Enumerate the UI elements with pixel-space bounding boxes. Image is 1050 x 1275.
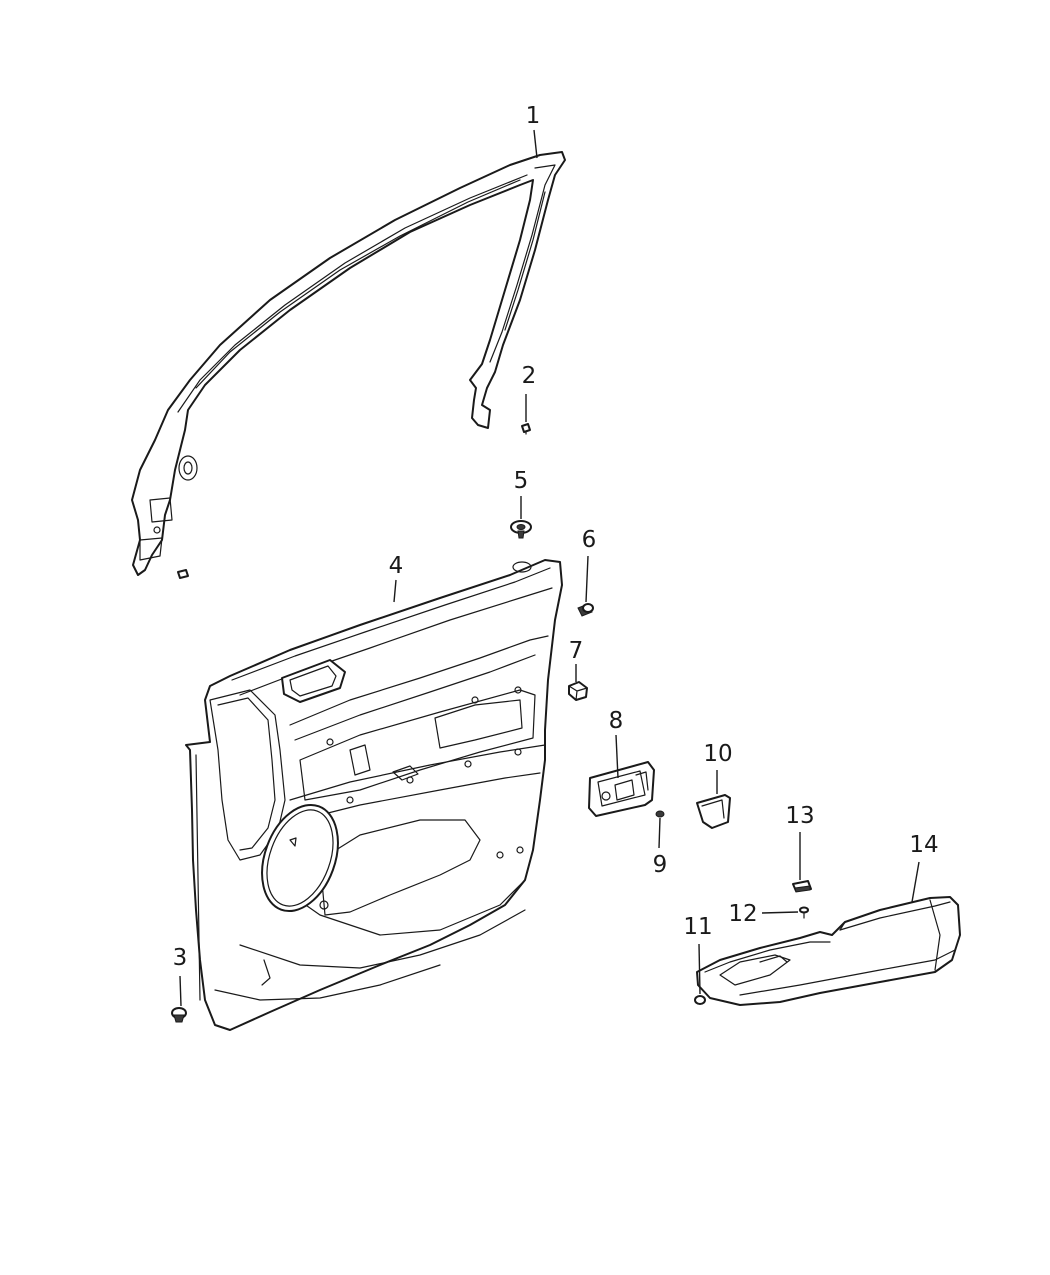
part-13-pad (792, 880, 812, 893)
callout-10: 10 (703, 741, 732, 767)
leader-1 (533, 129, 538, 159)
part-11-nut (694, 995, 706, 1005)
part-8-inside-handle (588, 761, 655, 817)
part-14-armrest (696, 896, 961, 1006)
part-9-screw (655, 810, 665, 818)
callout-labels: 1 2 3 4 5 6 7 8 9 10 11 12 13 14 (173, 103, 939, 971)
callout-1: 1 (526, 103, 541, 129)
callout-12: 12 (728, 901, 757, 927)
leader-3 (179, 975, 182, 1007)
part-10-bezel-insert (696, 794, 731, 829)
leader-4 (393, 579, 397, 603)
callout-4: 4 (389, 553, 404, 579)
part-1-door-frame-trim (131, 151, 566, 576)
leader-8 (615, 734, 619, 779)
leader-11 (698, 943, 701, 995)
callout-2: 2 (522, 363, 537, 389)
leader-lines (179, 129, 920, 1007)
part-7-clip (568, 681, 588, 701)
part-2-clip (521, 423, 531, 435)
leader-6 (585, 555, 589, 603)
callout-9: 9 (653, 852, 668, 878)
part-1-clip (177, 569, 189, 579)
leader-14 (911, 861, 920, 903)
callout-14: 14 (909, 832, 938, 858)
callout-5: 5 (514, 468, 529, 494)
leader-9 (658, 817, 661, 849)
callout-6: 6 (582, 527, 597, 553)
part-3-clip (171, 1007, 187, 1023)
part-4-door-trim-panel (185, 559, 563, 1031)
part-12-screw (799, 906, 809, 919)
callout-7: 7 (569, 638, 584, 664)
callout-11: 11 (683, 914, 712, 940)
callout-13: 13 (785, 803, 814, 829)
part-6-plug (577, 603, 594, 617)
callout-3: 3 (173, 945, 188, 971)
part-5-fastener (510, 520, 532, 539)
callout-8: 8 (609, 708, 624, 734)
leader-12 (761, 911, 799, 914)
